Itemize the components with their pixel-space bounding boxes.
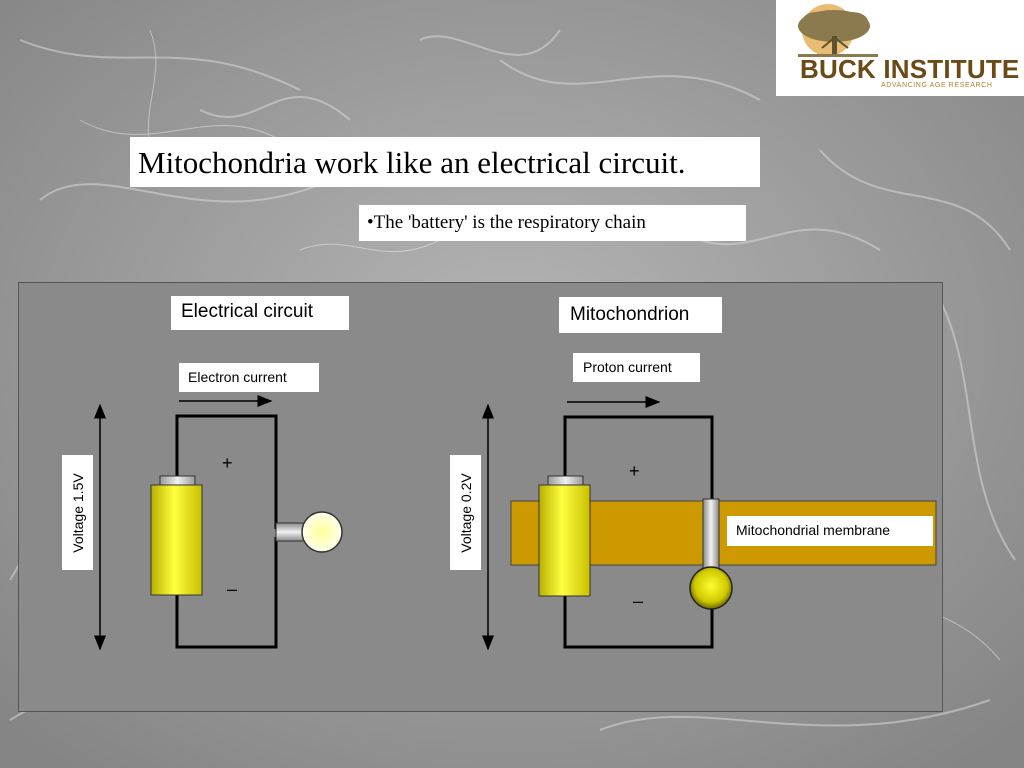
logo-name: BUCK INSTITUTE [800,54,1020,84]
circuit-wire-left [175,414,278,649]
proton-current-label: Proton current [573,353,700,382]
electron-current-label: Electron current [179,363,319,392]
voltage-label-left-text: Voltage 1.5V [69,472,86,553]
minus-sign-right: – [633,591,644,611]
battery-left [150,484,203,596]
plus-sign-left: + [222,453,233,473]
circuit-diagram [94,395,937,651]
battery-right [538,484,591,597]
membrane-bulb [689,566,733,610]
voltage-label-right-text: Voltage 0.2V [457,472,474,553]
minus-sign-left: – [227,579,238,599]
membrane-channel-stem [702,498,720,576]
battery-cap-right [547,475,584,486]
buck-institute-logo: BUCK INSTITUTE ADVANCING AGE RESEARCH [776,0,1024,96]
voltage-label-right: Voltage 0.2V [450,455,481,570]
battery-cap-left [159,475,196,486]
logo-tagline: ADVANCING AGE RESEARCH [881,82,993,89]
plus-sign-right: + [629,461,640,481]
slide-title: Mitochondria work like an electrical cir… [130,137,760,187]
bullet-text: •The 'battery' is the respiratory chain [359,205,746,241]
voltage-label-left: Voltage 1.5V [62,455,93,570]
tree-icon [798,4,878,57]
electrical-circuit-heading: Electrical circuit [171,296,349,330]
circuit-wire-right [563,415,714,649]
diagram-panel: Electrical circuit Mitochondrion Electro… [18,282,943,712]
mitochondrial-membrane-label: Mitochondrial membrane [727,516,933,546]
mitochondrion-heading: Mitochondrion [559,297,722,333]
light-bulb [301,511,343,553]
